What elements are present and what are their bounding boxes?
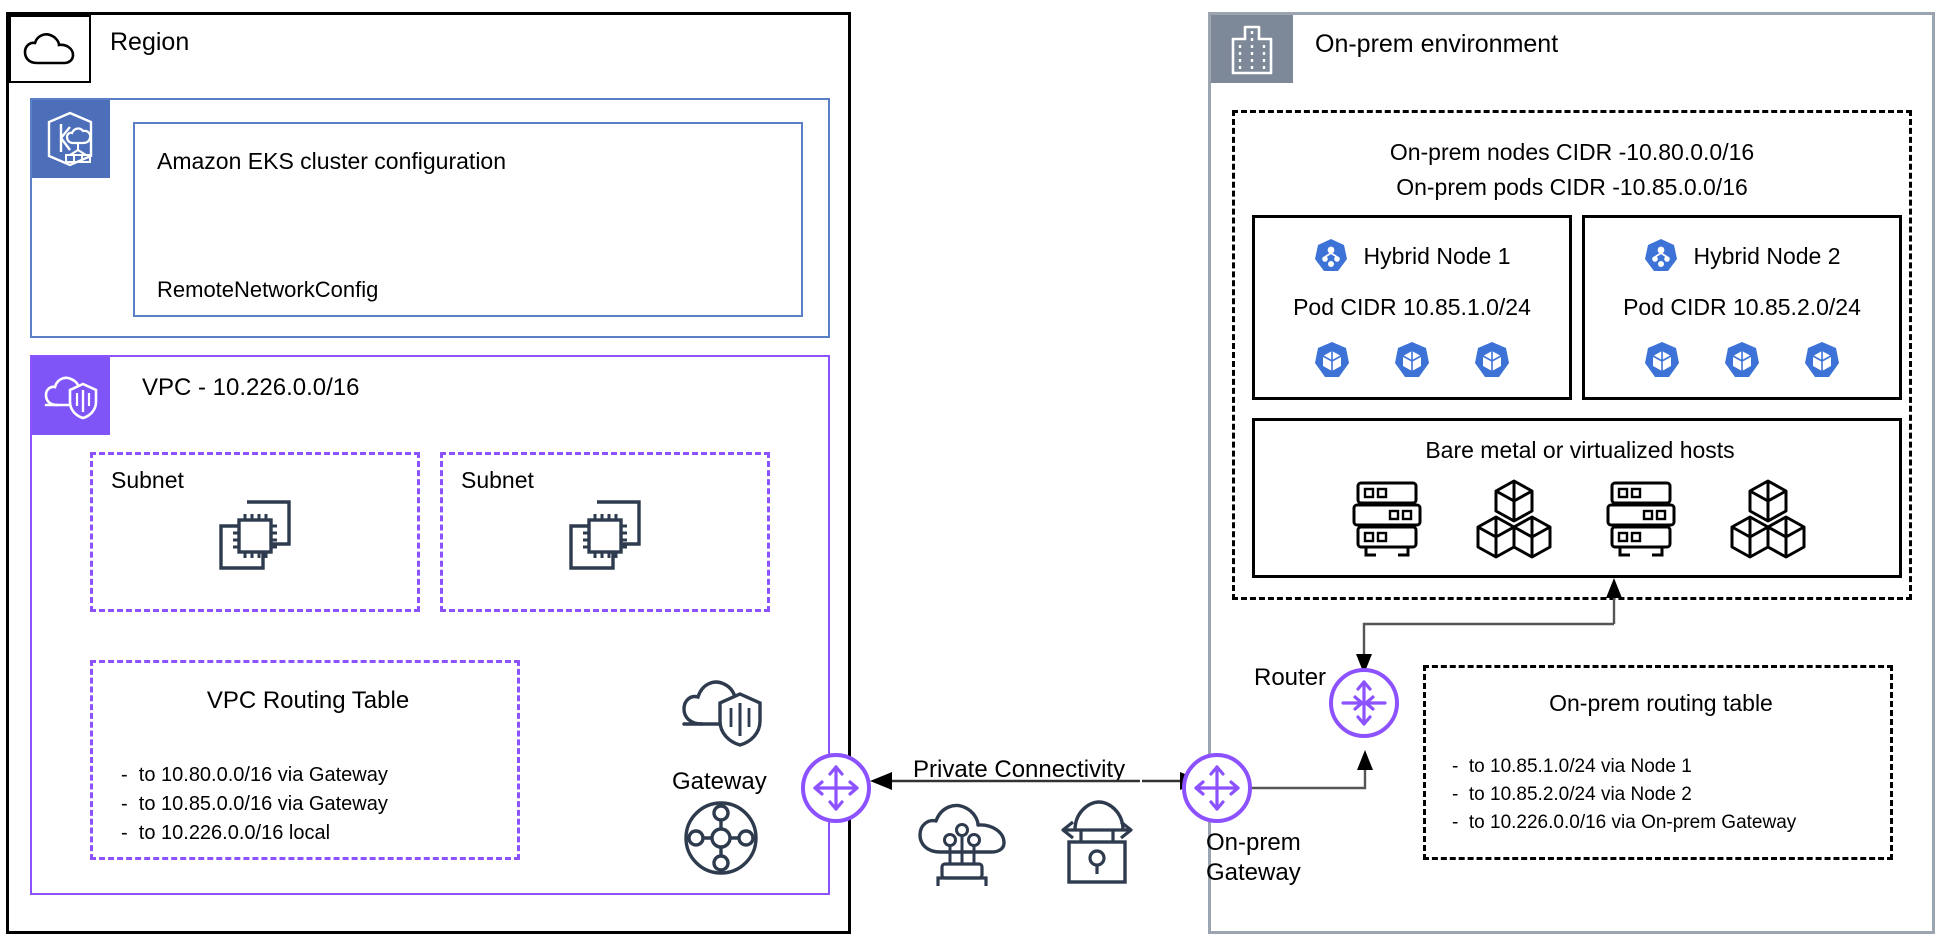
subnet-1: Subnet <box>90 452 420 612</box>
region-cloud-icon <box>9 15 91 83</box>
cubes-icon <box>1472 477 1556 561</box>
onprem-routing-table-title: On-prem routing table <box>1549 690 1773 716</box>
pod-row <box>1585 340 1899 380</box>
pod-icon <box>1722 340 1762 380</box>
route-item: - to 10.85.0.0/16 via Gateway <box>121 793 388 815</box>
cloud-shield-glyph <box>682 680 762 747</box>
vpn-lock-icon <box>1045 792 1145 892</box>
mesh-glyph <box>684 801 758 875</box>
cloud-icon <box>23 33 75 65</box>
eks-title: Amazon EKS cluster configuration <box>157 148 507 174</box>
vpc-routing-table-title: VPC Routing Table <box>206 687 410 714</box>
gateway-label: Gateway <box>672 768 767 795</box>
vpc-shield-icon <box>32 357 110 435</box>
route-item: - to 10.85.1.0/24 via Node 1 <box>1452 756 1692 777</box>
cubes-glyph <box>1730 479 1806 559</box>
onprem-gateway-label: On-prem Gateway <box>1206 828 1301 888</box>
hosts-title: Bare metal or virtualized hosts <box>1425 437 1735 463</box>
route-item: - to 10.226.0.0/16 via On-prem Gateway <box>1452 812 1797 833</box>
cubes-icon <box>1726 477 1810 561</box>
vpc-routing-table: VPC Routing Table - to 10.80.0.0/16 via … <box>90 660 520 860</box>
kubernetes-node-icon <box>1643 238 1679 274</box>
four-way-arrow-icon <box>1341 680 1387 726</box>
direct-connect-glyph <box>918 803 1006 886</box>
onprem-gateway-label-line1: On-prem <box>1206 829 1301 856</box>
chips-icon <box>557 492 653 578</box>
eks-glyph <box>47 111 93 167</box>
server-rack-icon <box>1604 477 1678 561</box>
router-four-way-arrow-icon[interactable] <box>1329 668 1399 738</box>
router-label: Router <box>1254 664 1327 691</box>
pod-icon <box>1472 340 1512 380</box>
gateway-node-four-way-arrow-icon[interactable] <box>801 753 871 823</box>
chips-glyph <box>219 500 291 570</box>
pod-glyph <box>1395 342 1429 377</box>
onprem-gateway-label-line2: Gateway <box>1206 859 1301 886</box>
four-way-arrow-icon <box>813 765 859 811</box>
config-heading: RemoteNetworkConfig <box>157 277 379 302</box>
hybrid-node-header: Hybrid Node 2 <box>1585 238 1899 274</box>
region-label: Region <box>110 28 190 56</box>
pod-glyph <box>1805 342 1839 377</box>
arrow-left-icon <box>870 770 1140 792</box>
onprem-gateway-four-way-arrow-icon[interactable] <box>1182 753 1252 823</box>
private-connectivity-label: Private Connectivity <box>913 756 1126 783</box>
k8s-node-glyph <box>1315 239 1348 271</box>
cloud-shield-icon <box>680 672 766 752</box>
four-way-arrow-icon <box>1194 765 1240 811</box>
subnet-label: Subnet <box>461 467 534 493</box>
hybrid-node-1: Hybrid Node 1 Pod CIDR 10.85.1.0/24 <box>1252 215 1572 400</box>
connector-glyph <box>1356 578 1622 674</box>
onprem-nodes-cidr: On-prem nodes CIDR -10.80.0.0/16 <box>1389 139 1755 165</box>
arrow-left-glyph <box>870 772 1140 790</box>
route-item: - to 10.226.0.0/16 local <box>121 822 331 844</box>
subnet-2: Subnet <box>440 452 770 612</box>
building-glyph <box>1231 25 1273 75</box>
direct-connect-cloud-icon <box>914 800 1010 896</box>
server-rack-glyph <box>1606 481 1676 557</box>
vpc-label: VPC - 10.226.0.0/16 <box>142 374 360 401</box>
subnet-label: Subnet <box>111 467 184 493</box>
pod-glyph <box>1315 342 1349 377</box>
amazon-eks-icon <box>32 100 110 178</box>
pod-glyph <box>1645 342 1679 377</box>
route-item: - to 10.80.0.0/16 via Gateway <box>121 764 388 786</box>
onprem-routing-table-routes: - to 10.85.1.0/24 via Node 1 - to 10.85.… <box>1452 753 1796 837</box>
hosts-icon-row <box>1255 477 1905 561</box>
k8s-node-glyph <box>1645 239 1678 271</box>
pod-glyph <box>1725 342 1759 377</box>
network-mesh-icon <box>683 800 759 876</box>
pod-glyph <box>1475 342 1509 377</box>
router-to-hosts-connector <box>1352 578 1622 678</box>
hybrid-node-2: Hybrid Node 2 Pod CIDR 10.85.2.0/24 <box>1582 215 1902 400</box>
onprem-routing-table: On-prem routing table - to 10.85.1.0/24 … <box>1423 665 1893 860</box>
vpc-glyph <box>44 376 98 420</box>
onprem-label: On-prem environment <box>1315 30 1559 58</box>
vpn-lock-glyph <box>1061 800 1133 884</box>
hybrid-node-cidr: Pod CIDR 10.85.2.0/24 <box>1623 294 1861 320</box>
hybrid-node-header: Hybrid Node 1 <box>1255 238 1569 274</box>
chips-glyph <box>569 500 641 570</box>
eks-config-panel <box>133 122 803 317</box>
pod-icon <box>1802 340 1842 380</box>
route-item: - to 10.85.2.0/24 via Node 2 <box>1452 784 1692 805</box>
onprem-cidr-text: On-prem nodes CIDR -10.80.0.0/16 On-prem… <box>1232 135 1912 205</box>
server-rack-glyph <box>1352 481 1422 557</box>
hybrid-node-title: Hybrid Node 1 <box>1363 242 1511 269</box>
pod-icon <box>1312 340 1352 380</box>
pod-row <box>1255 340 1569 380</box>
bare-metal-hosts-box: Bare metal or virtualized hosts <box>1252 418 1902 578</box>
vpc-routing-table-routes: - to 10.80.0.0/16 via Gateway - to 10.85… <box>121 761 388 848</box>
building-icon <box>1211 15 1293 83</box>
onprem-pods-cidr: On-prem pods CIDR -10.85.0.0/16 <box>1396 174 1748 200</box>
kubernetes-node-icon <box>1313 238 1349 274</box>
hybrid-node-title: Hybrid Node 2 <box>1693 242 1841 269</box>
pod-icon <box>1642 340 1682 380</box>
hybrid-node-cidr: Pod CIDR 10.85.1.0/24 <box>1293 294 1531 320</box>
chips-icon <box>207 492 303 578</box>
cubes-glyph <box>1476 479 1552 559</box>
server-rack-icon <box>1350 477 1424 561</box>
pod-icon <box>1392 340 1432 380</box>
